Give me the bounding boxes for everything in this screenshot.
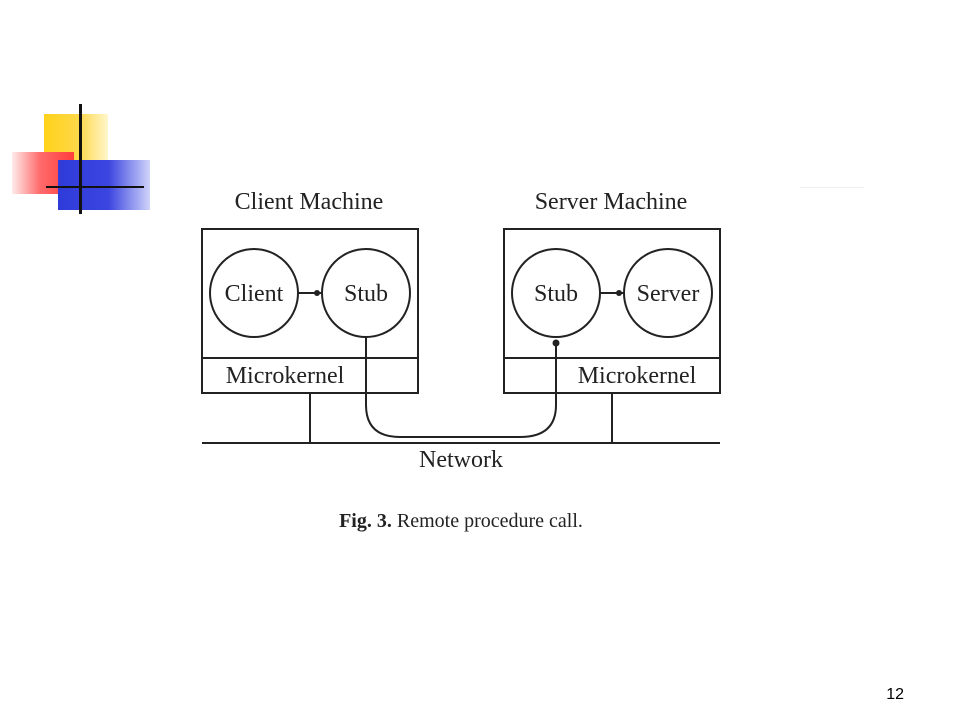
client-machine-title: Client Machine [235,189,384,215]
client-process-label: Client [225,281,284,307]
server-machine: Server Machine Microkernel Stub Server [503,189,721,394]
decorative-horizontal-line [46,186,144,188]
network: Network [202,393,720,473]
decorative-blue-square [58,160,150,210]
page-number: 12 [886,686,904,703]
server-stub-label: Stub [534,281,578,307]
stub-server-link-dot [616,290,622,296]
server-process-label: Server [637,281,700,307]
client-stub-label: Stub [344,281,388,307]
client-machine: Client Machine Microkernel Client Stub [201,189,419,394]
figure-caption: Fig. 3. Remote procedure call. [339,510,583,532]
faint-divider [800,187,864,188]
server-microkernel-label: Microkernel [578,363,697,389]
network-label: Network [419,447,503,473]
rpc-arrival-dot [552,339,560,347]
decorative-vertical-line [79,104,82,214]
client-microkernel-label: Microkernel [226,363,345,389]
figure-caption-prefix: Fig. 3. [339,510,392,532]
server-machine-title: Server Machine [535,189,688,215]
rpc-call-path [365,337,557,438]
client-stub-link-dot [314,290,320,296]
figure-caption-text: Remote procedure call. [397,510,583,532]
